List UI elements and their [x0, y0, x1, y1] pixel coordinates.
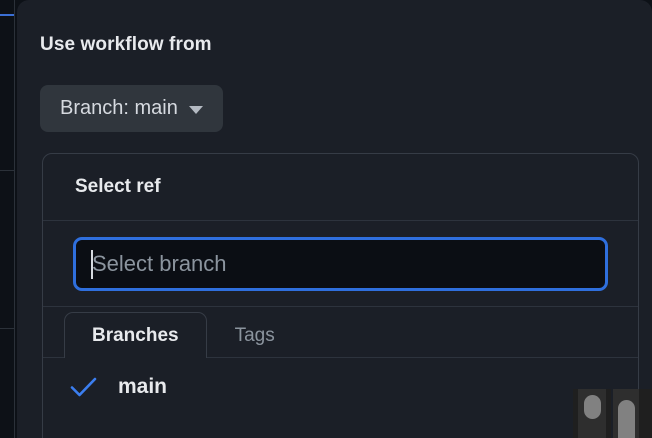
- chevron-down-icon: [188, 105, 203, 114]
- tab-tags[interactable]: Tags: [234, 324, 275, 346]
- background-active-tab-underline: [0, 14, 14, 16]
- background-horizontal-divider-top: [0, 170, 14, 171]
- tab-branches[interactable]: Branches: [64, 312, 207, 358]
- branch-selector-label: Branch: main: [60, 97, 178, 119]
- use-workflow-dialog: Use workflow from Branch: main Select re…: [17, 0, 652, 438]
- dialog-title: Use workflow from: [40, 34, 212, 55]
- scrollbar-gutter-left: [573, 389, 578, 438]
- window-scrollbar-thumb[interactable]: [618, 400, 635, 438]
- scrollbar-gutter-right: [639, 389, 652, 438]
- list-item-label: main: [118, 374, 168, 398]
- branch-search-input[interactable]: [73, 236, 608, 291]
- background-vertical-divider: [14, 0, 15, 438]
- check-icon: [69, 375, 99, 399]
- select-ref-header: Select ref: [43, 154, 638, 221]
- ref-tabs: Branches Tags: [43, 307, 638, 358]
- select-ref-panel: Select ref Branches Tags: [42, 153, 639, 438]
- list-item[interactable]: main: [43, 364, 638, 409]
- text-cursor: [91, 249, 93, 279]
- panel-scrollbar-thumb[interactable]: [584, 395, 601, 419]
- scrollbar-gutter-middle: [606, 389, 611, 438]
- ref-list: main: [43, 358, 638, 409]
- branch-selector-button[interactable]: Branch: main: [40, 85, 223, 132]
- select-ref-search-area: [43, 221, 638, 307]
- search-field-wrapper: [73, 236, 608, 291]
- select-ref-title: Select ref: [75, 176, 161, 197]
- window-scrollbar[interactable]: [613, 389, 639, 438]
- background-horizontal-divider-bottom: [0, 328, 14, 329]
- panel-scrollbar[interactable]: [578, 389, 606, 438]
